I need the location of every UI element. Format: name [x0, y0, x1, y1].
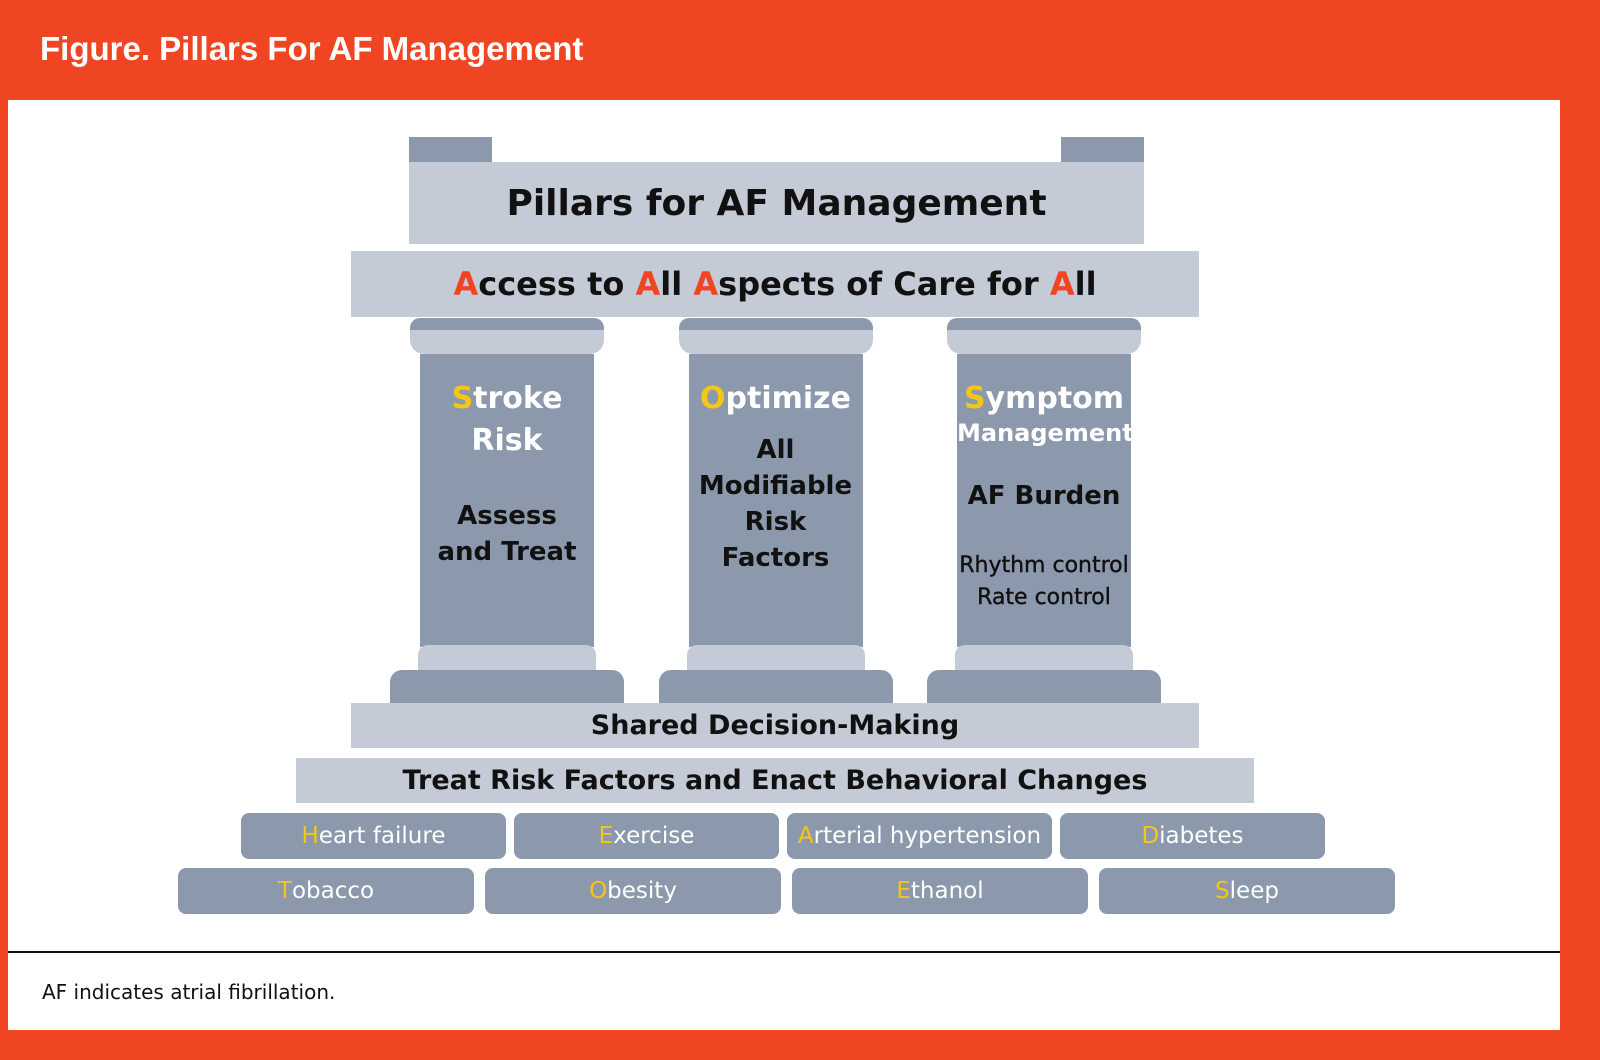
brick-rest: xercise	[613, 823, 695, 849]
pillar-heading: Stroke	[420, 378, 594, 420]
roof-block-right	[1061, 137, 1144, 162]
pillar-plinth	[927, 670, 1161, 703]
pillar-heading-rest: ptimize	[725, 381, 851, 416]
pillar-subheading: Risk	[471, 423, 543, 458]
pillar-body-line: AF Burden	[967, 481, 1121, 511]
accent-letter: A	[1049, 265, 1075, 303]
brick-initial: T	[277, 878, 292, 904]
brick-rest: eart failure	[318, 823, 446, 849]
pillar-body: Assess and Treat	[420, 498, 594, 570]
pillar-heading: Optimize	[689, 378, 863, 420]
brick-rest: thanol	[910, 878, 984, 904]
pillar-small-line: Rate control	[977, 585, 1111, 610]
pillar-plinth	[390, 670, 624, 703]
pillar-capital	[410, 330, 604, 354]
brick-initial: O	[589, 878, 608, 904]
banner-text: spects of Care for	[718, 265, 1050, 303]
brick-initial: D	[1141, 823, 1160, 849]
brick-rest: besity	[607, 878, 677, 904]
brick-initial: H	[301, 823, 319, 849]
banner-text: ll	[660, 265, 694, 303]
pillar-body-line: Modifiable	[698, 471, 853, 501]
brick-initial: E	[598, 823, 614, 849]
pillar-body-line: Factors	[721, 543, 830, 573]
pillar-body-line: Assess	[457, 501, 557, 531]
divider	[8, 951, 1560, 953]
pillar-body-line: All	[756, 435, 795, 465]
brick-rest: rterial hypertension	[813, 823, 1042, 849]
brick-initial: S	[1215, 878, 1230, 904]
pillar-heading-rest: ymptom	[985, 381, 1125, 416]
figure-title: Figure. Pillars For AF Management	[40, 30, 584, 67]
pillar-subheading: Management	[957, 419, 1134, 447]
pillar-heading-rest: troke	[473, 381, 563, 416]
pillar-body-line: Risk	[744, 507, 807, 537]
pillar-capital	[678, 330, 873, 354]
pillar-initial: O	[700, 381, 726, 416]
banner-text: ll	[1074, 265, 1097, 303]
pillar-capital	[947, 330, 1141, 354]
pillar-small-line: Rhythm control	[959, 553, 1129, 578]
brick-rest: leep	[1229, 878, 1279, 904]
footnote: AF indicates atrial fibrillation.	[42, 980, 336, 1004]
brick-initial: E	[896, 878, 911, 904]
accent-letter: A	[693, 265, 719, 303]
shared-decision-step: Shared Decision-Making	[351, 703, 1199, 748]
pillar-body-line: and Treat	[437, 537, 577, 567]
accent-letter: A	[453, 265, 479, 303]
roof-title: Pillars for AF Management	[409, 162, 1144, 244]
roof-block-left	[409, 137, 492, 162]
brick-initial: A	[797, 823, 814, 849]
pillar-base	[418, 645, 596, 671]
pillar-heading: Symptom	[957, 378, 1131, 420]
pillar-base	[955, 645, 1133, 671]
pillar-initial: S	[963, 381, 986, 416]
banner-text: ccess to	[478, 265, 636, 303]
accent-letter: A	[635, 265, 661, 303]
brick-rest: iabetes	[1159, 823, 1244, 849]
pillar-body: AF Burden	[957, 478, 1131, 514]
pillar-initial: S	[451, 381, 474, 416]
pillar-base	[686, 645, 865, 671]
brick-rest: obacco	[291, 878, 375, 904]
treat-risk-step: Treat Risk Factors and Enact Behavioral …	[296, 758, 1254, 803]
pillar-plinth	[658, 670, 893, 703]
